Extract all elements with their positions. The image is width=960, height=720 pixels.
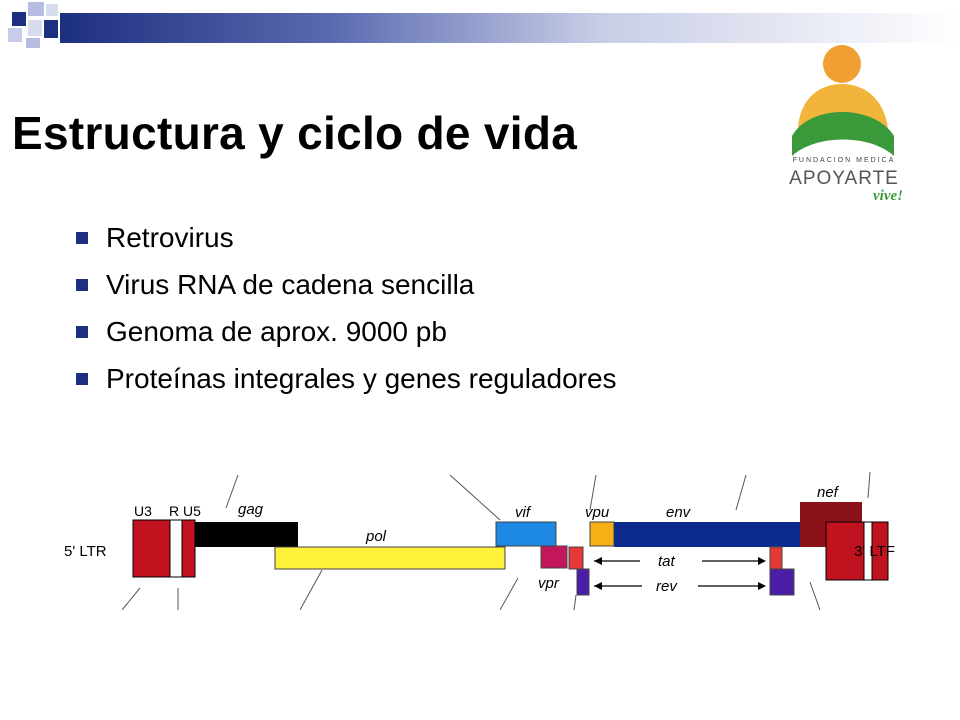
u5-label: U5 bbox=[183, 503, 201, 519]
ltr-right-label: 3' LTF bbox=[854, 543, 895, 560]
pol-box bbox=[274, 546, 506, 570]
ltr-right-box bbox=[826, 522, 888, 580]
logo-line2: APOYARTE bbox=[789, 168, 899, 189]
bullet-text: Proteínas integrales y genes reguladores bbox=[106, 363, 617, 394]
rev-label: rev bbox=[656, 578, 678, 595]
bullet-item: Proteínas integrales y genes reguladores bbox=[72, 359, 617, 406]
ltr-left-label: 5' LTR bbox=[64, 543, 107, 560]
header-square-4 bbox=[28, 20, 42, 36]
header-square-3 bbox=[44, 20, 58, 38]
u3-label: U3 bbox=[134, 503, 152, 519]
bullet-item: Genoma de aprox. 9000 pb bbox=[72, 312, 617, 359]
tat-exon2 bbox=[769, 546, 783, 570]
vif-box bbox=[495, 521, 557, 547]
r-label: R bbox=[169, 503, 179, 519]
pol-label: pol bbox=[365, 528, 387, 545]
bullet-list: Retrovirus Virus RNA de cadena sencilla … bbox=[72, 218, 617, 406]
square-bullet-icon bbox=[76, 279, 88, 291]
header-square-6 bbox=[46, 4, 58, 16]
bullet-text: Genoma de aprox. 9000 pb bbox=[106, 316, 447, 347]
gag-box bbox=[195, 522, 298, 547]
vpr-label: vpr bbox=[538, 575, 560, 592]
tat-exon1 bbox=[568, 546, 584, 570]
bullet-item: Virus RNA de cadena sencilla bbox=[72, 265, 617, 312]
header-square-1 bbox=[12, 12, 26, 26]
vpu-box bbox=[589, 521, 615, 547]
ltr-left-box bbox=[133, 520, 195, 577]
bullet-text: Retrovirus bbox=[106, 222, 234, 253]
env-box bbox=[614, 522, 802, 547]
bullet-item: Retrovirus bbox=[72, 218, 617, 265]
header-gradient-band bbox=[60, 13, 960, 43]
hiv-genome-diagram: U3 R U5 5' LTR gag pol vif vpr vpu env n… bbox=[64, 471, 895, 610]
ltr-left-r-band bbox=[170, 520, 182, 577]
ltr-right-r-band bbox=[864, 522, 872, 580]
logo-head-icon bbox=[823, 45, 861, 83]
env-label: env bbox=[666, 504, 692, 521]
vif-label: vif bbox=[515, 504, 532, 521]
header-bar bbox=[0, 0, 960, 48]
header-square-2 bbox=[28, 2, 44, 16]
square-bullet-icon bbox=[76, 326, 88, 338]
rev-exon2 bbox=[769, 568, 795, 596]
slide-title: Estructura y ciclo de vida bbox=[12, 107, 578, 159]
header-square-7 bbox=[26, 38, 40, 48]
logo-tagline: vive! bbox=[873, 188, 903, 204]
rev-exon1 bbox=[576, 568, 590, 596]
square-bullet-icon bbox=[76, 232, 88, 244]
logo-green-arc bbox=[792, 112, 894, 156]
square-bullet-icon bbox=[76, 373, 88, 385]
tat-label: tat bbox=[658, 553, 676, 570]
leader-lines bbox=[121, 471, 871, 610]
vpr-box bbox=[540, 545, 568, 569]
nef-label: nef bbox=[817, 484, 840, 501]
logo-line1: FUNDACION MEDICA bbox=[793, 157, 896, 164]
apoyarte-logo: FUNDACION MEDICA APOYARTE vive! bbox=[789, 45, 903, 204]
gag-label: gag bbox=[238, 501, 264, 518]
vpu-label: vpu bbox=[585, 504, 610, 521]
bullet-text: Virus RNA de cadena sencilla bbox=[106, 269, 475, 300]
header-square-5 bbox=[8, 28, 22, 42]
